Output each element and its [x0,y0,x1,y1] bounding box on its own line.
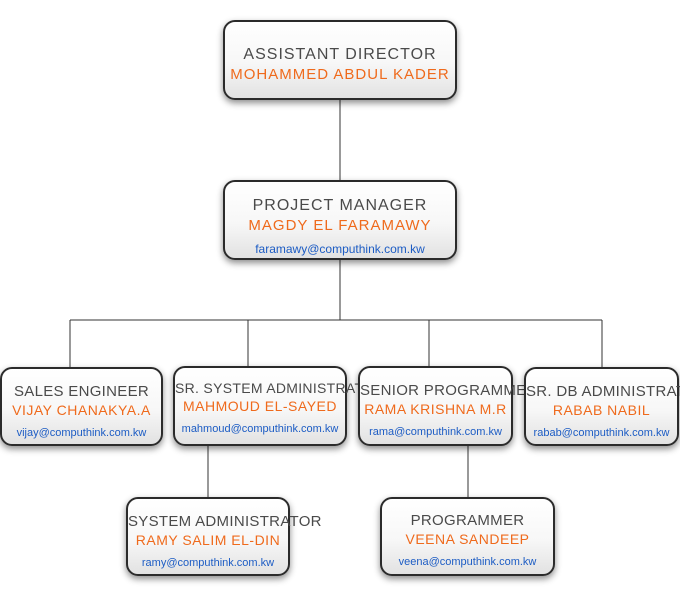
programmer-email[interactable]: veena@computhink.com.kw [398,556,537,568]
project-manager-name: MAGDY EL FARAMAWY [248,217,432,234]
system-administrator-title: SYSTEM ADMINISTRATOR [128,513,322,530]
system-administrator-name: RAMY SALIM EL-DIN [135,532,281,548]
assistant-director-name: MOHAMMED ABDUL KADER [230,66,450,83]
project-manager-email[interactable]: faramawy@computhink.com.kw [255,242,425,256]
node-project-manager: PROJECT MANAGER MAGDY EL FARAMAWY farama… [223,180,457,260]
sales-engineer-email[interactable]: vijay@computhink.com.kw [16,427,147,439]
assistant-director-title: ASSISTANT DIRECTOR [243,46,437,63]
sales-engineer-title: SALES ENGINEER [13,383,150,400]
programmer-title: PROGRAMMER [410,512,525,529]
project-manager-title: PROJECT MANAGER [252,197,428,214]
programmer-name: VEENA SANDEEP [405,531,530,547]
sr-db-administrator-email[interactable]: rabab@computhink.com.kw [533,427,670,439]
sr-db-administrator-name: RABAB NABIL [552,402,651,418]
sales-engineer-name: VIJAY CHANAKYA.A [12,402,151,418]
sr-system-administrator-email[interactable]: mahmoud@computhink.com.kw [181,423,339,435]
node-sr-system-administrator: SR. SYSTEM ADMINISTRATOR MAHMOUD EL-SAYE… [173,366,385,446]
senior-programmer-email[interactable]: rama@computhink.com.kw [369,426,502,438]
sr-db-administrator-title: SR. DB ADMINISTRATOR [526,383,680,400]
node-sr-db-administrator: SR. DB ADMINISTRATOR RABAB NABIL rabab@c… [524,367,680,446]
node-programmer: PROGRAMMER VEENA SANDEEP veena@computhin… [380,497,555,576]
node-system-administrator: SYSTEM ADMINISTRATOR RAMY SALIM EL-DIN r… [126,497,322,576]
node-senior-programmer: SENIOR PROGRAMMER RAMA KRISHNA M.R rama@… [358,366,538,446]
senior-programmer-name: RAMA KRISHNA M.R [364,401,507,417]
node-sales-engineer: SALES ENGINEER VIJAY CHANAKYA.A vijay@co… [0,367,163,446]
senior-programmer-title: SENIOR PROGRAMMER [360,382,538,399]
node-assistant-director: ASSISTANT DIRECTOR MOHAMMED ABDUL KADER [223,20,457,100]
sr-system-administrator-title: SR. SYSTEM ADMINISTRATOR [175,380,385,396]
system-administrator-email[interactable]: ramy@computhink.com.kw [141,557,275,569]
sr-system-administrator-name: MAHMOUD EL-SAYED [183,398,337,414]
